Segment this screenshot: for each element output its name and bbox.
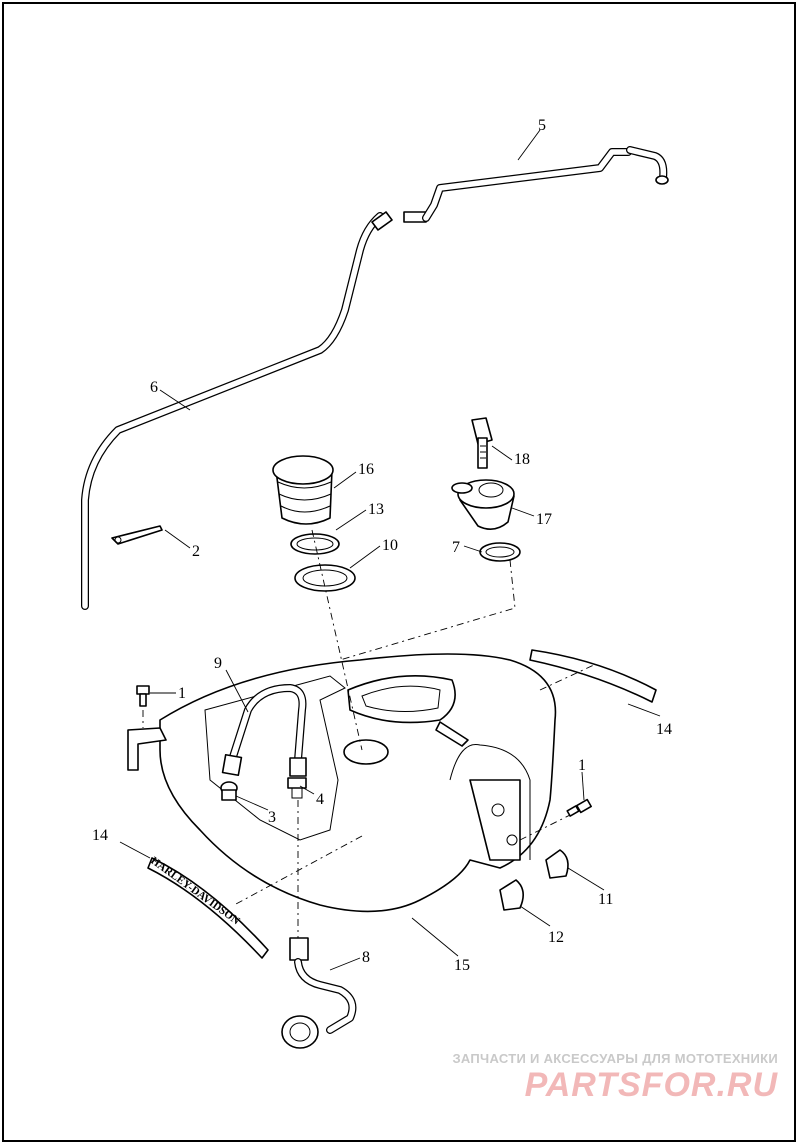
screw-right bbox=[566, 798, 592, 817]
callout-16: 16 bbox=[358, 461, 374, 478]
spacer-11 bbox=[545, 849, 569, 879]
filler-cap-locking bbox=[451, 479, 515, 530]
callout-9: 9 bbox=[214, 655, 222, 672]
key bbox=[471, 417, 493, 469]
gasket-large bbox=[294, 564, 356, 592]
vent-tube bbox=[81, 146, 669, 610]
callout-17: 17 bbox=[536, 511, 552, 528]
assembly-lines bbox=[142, 529, 597, 938]
callout-3: 3 bbox=[268, 809, 276, 826]
cap-gasket bbox=[479, 542, 521, 562]
emblem-text: HARLEY-DAVIDSON bbox=[148, 855, 242, 928]
callout-14-right: 14 bbox=[656, 721, 672, 738]
callout-7: 7 bbox=[452, 539, 460, 556]
callout-1-left: 1 bbox=[178, 685, 186, 702]
callout-6: 6 bbox=[150, 379, 158, 396]
cable-strap bbox=[111, 525, 163, 545]
crossover-hose bbox=[221, 684, 307, 777]
fuel-fitting bbox=[287, 777, 307, 799]
callout-12: 12 bbox=[548, 929, 564, 946]
spacer-12 bbox=[499, 879, 524, 911]
gasket-small bbox=[290, 533, 340, 555]
callout-14-left: 14 bbox=[92, 827, 108, 844]
drain-fitting bbox=[220, 781, 238, 801]
callout-1-right: 1 bbox=[578, 757, 586, 774]
callout-15: 15 bbox=[454, 957, 470, 974]
callout-10: 10 bbox=[382, 537, 398, 554]
callout-11: 11 bbox=[598, 891, 613, 908]
callout-4: 4 bbox=[316, 791, 324, 808]
watermark-logo: PARTSFOR.RU bbox=[524, 1066, 778, 1104]
fuel-tank bbox=[159, 653, 557, 913]
callout-18: 18 bbox=[514, 451, 530, 468]
callout-2: 2 bbox=[192, 543, 200, 560]
leader-lines bbox=[119, 129, 661, 971]
mounting-bracket bbox=[127, 727, 167, 771]
callout-5: 5 bbox=[538, 117, 546, 134]
callout-13: 13 bbox=[368, 501, 384, 518]
watermark-caption: ЗАПЧАСТИ И АКСЕССУАРЫ ДЛЯ МОТОТЕХНИКИ bbox=[452, 1051, 778, 1066]
emblem-right bbox=[529, 649, 657, 703]
callout-8: 8 bbox=[362, 949, 370, 966]
filler-cap-vented bbox=[272, 455, 334, 525]
screw-left bbox=[136, 685, 150, 707]
callouts: 5 6 2 16 13 10 18 17 7 9 1 14 1 4 3 14 1… bbox=[92, 117, 672, 974]
fuel-line bbox=[281, 937, 357, 1049]
